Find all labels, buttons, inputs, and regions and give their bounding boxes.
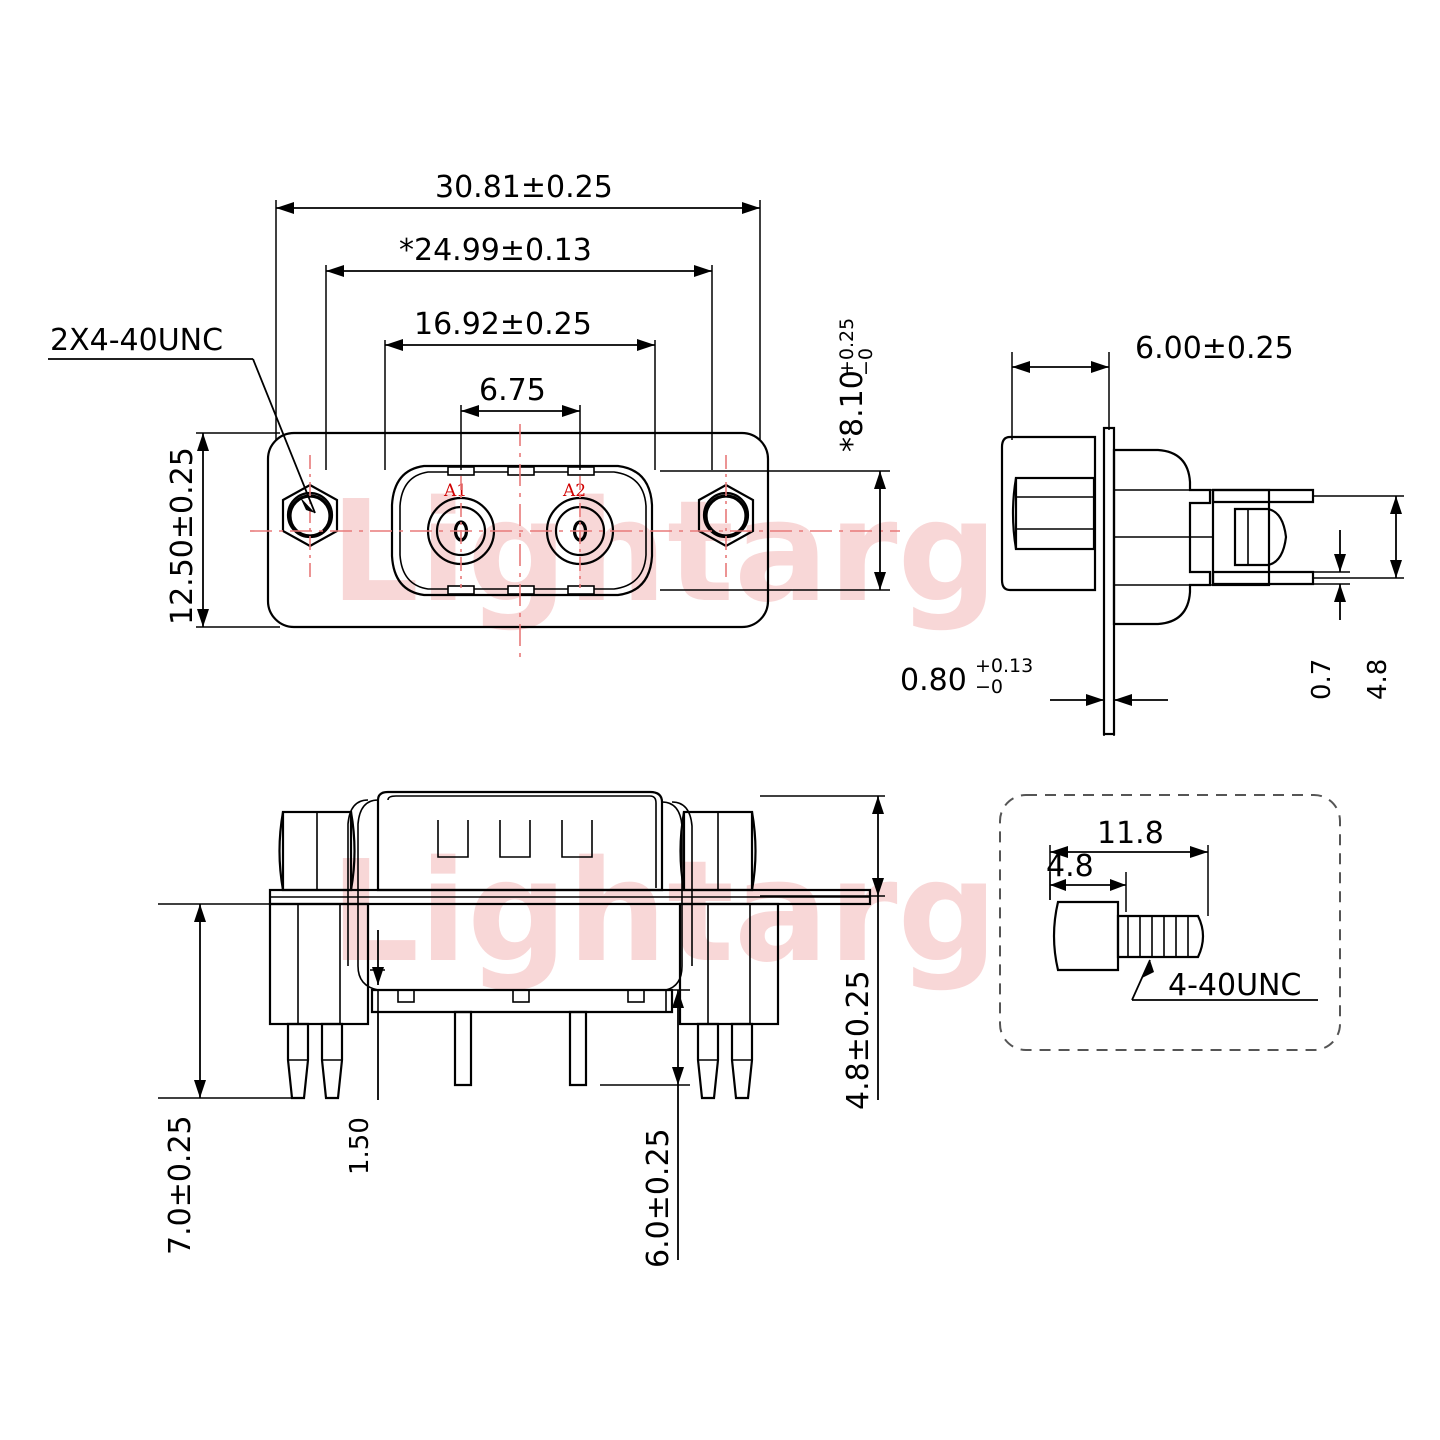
dim-side-depth: 6.00±0.25 xyxy=(1135,331,1294,366)
dim-flange-thickness: 0.80 xyxy=(900,663,967,698)
dim-center-tail: 6.0±0.25 xyxy=(641,1128,676,1268)
screw-detail-frame xyxy=(999,794,1341,1051)
bottom-wall-left-2 xyxy=(347,799,369,966)
dim-screw-total-len: 11.8 xyxy=(1097,816,1164,851)
bottom-right-pin-block xyxy=(678,902,780,1100)
note-thread-front: 2X4-40UNC xyxy=(50,323,223,358)
side-hex-nut xyxy=(1011,476,1096,551)
side-view-dimensions: 6.00±0.25 0.80 +0.13 −0 0.7 xyxy=(900,331,1404,736)
dim-shell-height-minus: −0 xyxy=(855,348,877,376)
tail-notch-1 xyxy=(397,989,415,1003)
dim-shell-height: *8.10 xyxy=(835,370,870,452)
dim-board-offset: 4.8±0.25 xyxy=(841,970,876,1110)
dim-overall-width: 30.81±0.25 xyxy=(435,170,613,205)
dim-body-height: 12.50±0.25 xyxy=(165,447,200,625)
contact-label-a1: A1 xyxy=(443,481,467,501)
dim-standoff: 1.50 xyxy=(345,1117,375,1175)
dim-tail-length: 7.0±0.25 xyxy=(163,1115,198,1255)
bottom-shell-inner xyxy=(387,795,657,888)
dim-shell-height-plus: +0.25 xyxy=(836,318,858,376)
bottom-wall-right xyxy=(661,801,683,991)
dim-flange-thickness-minus: −0 xyxy=(975,676,1003,698)
side-main-body xyxy=(1112,448,1212,626)
tail-notch-2 xyxy=(512,989,530,1003)
dim-contact-pitch: 6.75 xyxy=(479,373,546,408)
dshell-outer xyxy=(390,464,654,597)
contact-label-a2: A2 xyxy=(562,481,586,501)
bottom-hex-nut-right xyxy=(679,810,757,892)
side-rear-body xyxy=(1000,435,1097,592)
shell-tab-top-3 xyxy=(567,466,595,476)
watermark-bottom: Lightarg xyxy=(330,831,998,994)
note-screw-thread: 4-40UNC xyxy=(1168,968,1301,1003)
bottom-left-pin-block xyxy=(268,902,370,1100)
dim-flange-thickness-plus: +0.13 xyxy=(975,655,1033,677)
shell-tab-bot-2 xyxy=(507,585,535,595)
side-lead-bottom xyxy=(1211,570,1315,586)
dim-mount-hole-span: *24.99±0.13 xyxy=(399,233,592,268)
front-view-centerlines xyxy=(250,424,900,660)
dshell-inner xyxy=(399,471,647,590)
bottom-wall-left xyxy=(357,799,379,991)
side-contact-block xyxy=(1211,488,1271,587)
dim-pin-spacing: 4.8 xyxy=(1363,659,1393,700)
shell-tab-bot-3 xyxy=(567,585,595,595)
screw-thread-shaft xyxy=(1116,914,1205,959)
shell-slot-3 xyxy=(561,820,593,858)
dim-shell-width: 16.92±0.25 xyxy=(414,307,592,342)
front-flange-outline xyxy=(266,431,770,629)
watermark-front: Lightarg xyxy=(330,471,998,634)
dim-screw-head-len: 4.8 xyxy=(1046,849,1094,884)
shell-slot-2 xyxy=(499,820,531,858)
bottom-view-dimensions: 7.0±0.25 1.50 6.0±0.25 4.8±0.25 xyxy=(158,795,885,1268)
dim-pin-thickness: 0.7 xyxy=(1307,659,1337,700)
bottom-wall-right-2 xyxy=(671,801,693,966)
side-view-geometry xyxy=(1000,426,1315,736)
side-flange-plate xyxy=(1102,426,1116,736)
screw-head xyxy=(1052,900,1120,972)
side-lead-top xyxy=(1211,488,1315,504)
shell-slot-1 xyxy=(437,820,469,858)
screw-detail-view: 11.8 4.8 4-40UNC xyxy=(999,794,1341,1051)
bottom-contact-tails xyxy=(370,988,674,1087)
front-view-dimensions: 30.81±0.25 *24.99±0.13 16.92±0.25 6.75 xyxy=(48,170,890,628)
shell-tab-top-2 xyxy=(507,466,535,476)
side-contact-nose xyxy=(1233,507,1288,567)
bottom-view-geometry xyxy=(268,790,872,1100)
